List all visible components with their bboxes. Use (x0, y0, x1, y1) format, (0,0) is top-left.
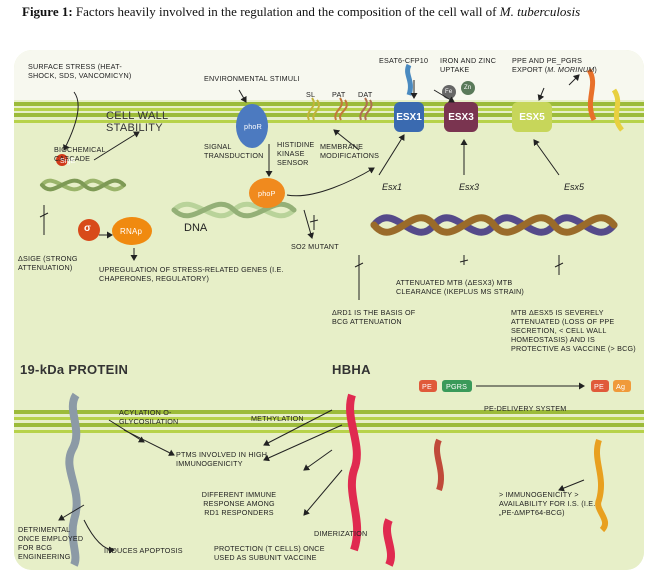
label-esx1-gene: Esx1 (382, 182, 403, 192)
label-hbha: HBHA (332, 362, 371, 377)
label-histidine-kinase: HISTIDINE KINASE SENSOR (277, 140, 315, 167)
19kda-protein-strand (65, 392, 81, 567)
label-esx5: ESX5 (519, 112, 545, 123)
label-pe: PE (422, 382, 432, 391)
label-pe-delivery: PE-DELIVERY SYSTEM (484, 404, 567, 413)
label-19kda-protein: 19-kDa PROTEIN (20, 362, 129, 377)
pe2-box (591, 380, 609, 392)
label-apoptosis: INDUCES APOPTOSIS (104, 546, 183, 555)
diagram-graphics (14, 50, 644, 570)
ppe-export-species: M. Morinum (547, 65, 595, 74)
label-pgrs: PGRS (446, 382, 468, 391)
ag-box (613, 380, 631, 392)
label-ag: Ag (616, 382, 626, 391)
fe-ion (442, 85, 456, 99)
caption-prefix: Figure 1: (22, 4, 73, 19)
label-delta-sige: ΔSigE (STRONG ATTENUATION) (18, 254, 78, 272)
label-rnap: RNAp (120, 227, 143, 236)
label-ppe-export: PPE and PE_PGRS EXPORT (M. Morinum) (512, 56, 612, 74)
esx3-transporter (444, 102, 478, 132)
diagram-panel: SURFACE STRESS (HEAT-SHOCK, SDS, VANCOMI… (14, 50, 644, 570)
ppe-export-text: PPE and PE_PGRS EXPORT ( (512, 56, 583, 74)
phor-sensor (236, 104, 268, 148)
secreted-pgrs-protein (611, 88, 625, 132)
label-esx1: ESX1 (396, 112, 422, 123)
label-esx3: ESX3 (448, 112, 474, 123)
label-immunogenicity: > IMMUNOGENICITY > AVAILABILITY FOR I.S.… (499, 490, 596, 517)
label-pe2: PE (594, 382, 604, 391)
label-surface-stress: SURFACE STRESS (HEAT-SHOCK, SDS, VANCOMI… (28, 62, 132, 80)
label-dimerization: DIMERIZATION (314, 529, 368, 538)
label-biochemical-cascade: BIOCHEMICAL CASCADE (54, 145, 106, 163)
lipid-molecules (306, 97, 373, 121)
pe-ag-protein (593, 439, 609, 533)
arrows (58, 74, 585, 554)
label-esx3-gene: Esx3 (459, 182, 480, 192)
label-pat: PAT (332, 90, 346, 99)
label-acylation: ACYLATION O-GLYCOSILATION (119, 408, 179, 426)
sige-protein (56, 154, 68, 166)
label-dat: DAT (358, 90, 373, 99)
pe-box (419, 380, 437, 392)
phop-regulator (249, 178, 285, 208)
esat6-protein (405, 63, 413, 96)
label-dna: DNA (184, 222, 208, 234)
label-methylation: METHYLATION (251, 414, 304, 423)
upper-membrane (14, 102, 644, 123)
secreted-ppe-protein (586, 68, 597, 122)
label-iron-zinc: IRON and ZINC UPTAKE (440, 56, 497, 74)
label-attenuated-mtb: ATTENUATED MTB (ΔEsx3) MTB CLEARANCE (IK… (396, 278, 525, 296)
label-phop: phoP (258, 189, 276, 198)
esx5-transporter (512, 102, 552, 132)
label-cell-wall-stability: CELL WALL STABILITY (106, 110, 169, 134)
caption-species: M. tuberculosis (499, 4, 581, 19)
figure-caption: Figure 1: Factors heavily involved in th… (22, 4, 642, 19)
label-so2-mutant: SO2 MUTANT (291, 242, 339, 251)
label-mtb-esx5: MTB ΔEsx5 IS SEVERELY ATTENUATED (LOSS O… (511, 308, 636, 353)
label-esx5-gene: Esx5 (564, 182, 585, 192)
rnap-enzyme (112, 217, 152, 245)
label-zn: Zn (464, 85, 472, 91)
label-sige: SigE (60, 158, 76, 165)
label-sigma: σ (84, 223, 92, 234)
label-signal-transduction: SIGNAL TRANSDUCTION (204, 142, 264, 160)
inhibition-markers (39, 205, 564, 300)
label-phor: phoR (244, 122, 262, 131)
hbha-strand (346, 393, 362, 552)
hbha-dimer-strand (383, 518, 395, 567)
sigma-factor (78, 219, 100, 241)
label-protection: PROTECTION (T CELLS) ONCE USED AS SUBUNI… (214, 544, 325, 562)
lower-membrane (14, 410, 644, 433)
pe-pgrs-protein (434, 438, 444, 491)
label-detrimental: DETRIMENTAL ONCE EMPLOYED FOR BCG ENGINE… (18, 525, 84, 561)
label-ptms: PTMs INVOLVED IN HIGH IMMUNOGENICITY (176, 450, 268, 468)
esx1-transporter (394, 102, 424, 132)
label-upregulation: UPREGULATION OF STRESS-RELATED GENES (i.… (99, 265, 284, 283)
left-dna-helix (40, 178, 126, 192)
label-fe: Fe (445, 89, 453, 95)
caption-text: Factors heavily involved in the regulati… (72, 4, 500, 19)
ppe-export-end: ) (594, 65, 598, 74)
right-dna-helix (370, 214, 618, 236)
label-different-immune: DIFFERENT IMMUNE RESPONSE AMONG RD1 RESP… (201, 490, 277, 517)
label-membrane-modifications: MEMBRANE MODIFICATIONS (320, 142, 380, 160)
label-sl: SL (306, 90, 316, 99)
zn-ion (461, 81, 475, 95)
label-esat6: ESAT6-CFP10 (379, 56, 429, 65)
pgrs-box (442, 380, 472, 392)
label-environmental-stimuli: ENVIRONMENTAL STIMULI (204, 74, 300, 83)
label-ard1: ΔRD1 IS THE BASIS OF BCG ATTENUATION (332, 308, 416, 326)
